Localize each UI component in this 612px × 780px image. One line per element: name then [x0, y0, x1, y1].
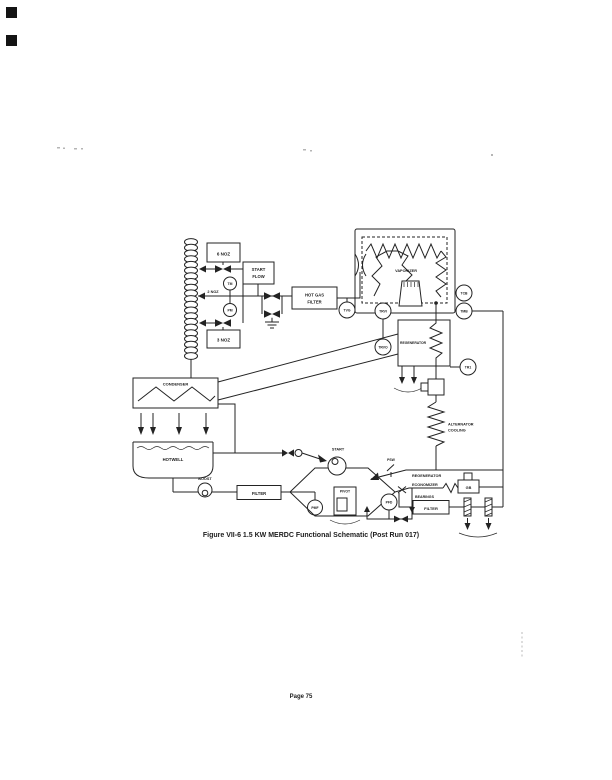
combustor-vaporizer: VAPORIZER [354, 228, 456, 320]
combustor-outer-box [354, 228, 456, 314]
burner-coil-arch-left [371, 250, 388, 297]
hotwell: HOTWELL [132, 441, 214, 492]
control-valve-stub [420, 382, 429, 392]
label-hotwell: HOTWELL [163, 457, 184, 462]
start-pump-line: START [213, 448, 347, 476]
tmb-sensor [455, 302, 473, 320]
valve-3noz-icon [215, 319, 231, 327]
label-tcb: TCB [461, 292, 469, 296]
label-gb: GB [466, 486, 472, 490]
burner-sensors: TCB TMB [455, 284, 504, 507]
label-regenerator: REGENERATOR [400, 341, 427, 345]
bypass-valve-icon [394, 515, 408, 523]
hot-gas-filter: HOT GAS FILTER TVG [291, 272, 361, 319]
pivot-arc [329, 519, 361, 525]
condensate-loop [218, 403, 236, 453]
bearings-filter: BEARINGS FILTER [398, 493, 503, 538]
label-cooling: COOLING [448, 429, 466, 433]
label-vaporizer: VAPORIZER [395, 269, 417, 273]
gearbox-stub [463, 472, 473, 481]
label-6noz: 6 NOZ [217, 252, 231, 257]
hot-gas-filter-box [291, 286, 338, 310]
label-filter: FILTER [252, 491, 266, 496]
liquid-level [136, 446, 210, 450]
label-start-flow-2: FLOW [252, 274, 264, 279]
label-pivot: PIVOT [340, 490, 351, 494]
label-boost: BOOST [198, 477, 212, 481]
tr1-sensor [459, 358, 477, 376]
alternator-cooling: ALTERNATOR COOLING [426, 401, 474, 470]
start-flow-assembly: START FLOW [242, 261, 283, 329]
label-hot-gas: HOT GAS [305, 293, 324, 298]
label-2noz: 2 NOZ [207, 290, 219, 294]
drain-arc [458, 532, 498, 538]
label-start-flow-1: START [252, 267, 266, 272]
economizer-coil [442, 482, 459, 494]
exhaust-arc [393, 387, 423, 393]
tcb-sensor [455, 284, 473, 302]
label-economizer: ECONOMIZER [412, 483, 438, 487]
label-pfd: PFD [386, 501, 393, 505]
registration-marks [6, 7, 17, 46]
vaporizer-drum [398, 280, 423, 307]
figure-caption: Figure VII-6 1.5 KW MERDC Functional Sch… [203, 532, 419, 539]
vapor-ducts: TRVI TRVO [217, 302, 399, 401]
condenser: CONDENSER [132, 377, 236, 453]
feed-pump-bypass: PFD [364, 488, 415, 523]
label-hot-gas-filter: FILTER [307, 300, 321, 305]
pm-sensor [223, 303, 237, 317]
trvi-sensor [374, 302, 392, 320]
pressure-switch: PSW [386, 458, 396, 477]
regenerator-box [397, 319, 451, 367]
burner-coil-right [435, 250, 447, 298]
pfd-pump [380, 493, 398, 511]
alternator-cooling-coil [426, 401, 446, 447]
pivot-box [333, 486, 357, 516]
page-number: Page 75 [290, 694, 313, 700]
igniter-icon [354, 253, 359, 277]
label-start: START [332, 448, 345, 452]
combustor-dashed-box [361, 236, 448, 304]
label-tr1: TR1 [465, 366, 472, 370]
scan-artifacts [57, 147, 523, 657]
exhaust-stack-icon [184, 238, 198, 378]
label-pmf: PMF [311, 506, 318, 510]
label-tm: TM [228, 282, 233, 286]
label-alternator: ALTERNATOR [448, 423, 474, 427]
trvo-sensor [374, 338, 392, 356]
condenser-coil [137, 386, 216, 402]
label-tmb: TMB [460, 310, 468, 314]
label-3noz: 3 NOZ [217, 338, 231, 343]
label-trvi: TRVI [379, 310, 387, 314]
tm-sensor [223, 276, 237, 291]
noz3-box [206, 329, 241, 349]
label-tvg: TVG [344, 309, 351, 313]
label-psw: PSW [387, 458, 396, 462]
economizer-line: ECONOMIZER GB [394, 472, 480, 494]
valve-6noz-icon [215, 265, 231, 273]
main-filter-box [236, 485, 282, 500]
noz6-box [206, 242, 241, 263]
feed-line: BOOST FILTER PMF [173, 477, 323, 516]
label-bearings-filter: FILTER [424, 506, 438, 511]
start-flow-valve-icon [264, 292, 280, 300]
restrictor-icon [397, 486, 407, 494]
label-pm: PM [227, 309, 232, 313]
gearbox-box [457, 479, 480, 494]
fuel-nozzle-assembly: 6 NOZ 3 NOZ 2 NOZ TM PM [198, 242, 292, 349]
start-flow-drain-valve-icon [264, 310, 280, 318]
control-valve [427, 378, 445, 396]
label-condenser: CONDENSER [163, 382, 189, 387]
label-trvo: TRVO [378, 346, 388, 350]
label-regenerator-lower: REGENERATOR [412, 474, 441, 478]
regenerator-coil [428, 320, 444, 366]
condenser-box [132, 377, 219, 409]
regenerator-return-line: REGENERATOR [370, 469, 503, 480]
start-valve-icon [282, 449, 294, 457]
regenerator: REGENERATOR TR1 [393, 319, 477, 402]
start-flow-box [242, 261, 275, 285]
label-bearings: BEARINGS [415, 495, 435, 499]
pmf-sensor [307, 499, 323, 516]
